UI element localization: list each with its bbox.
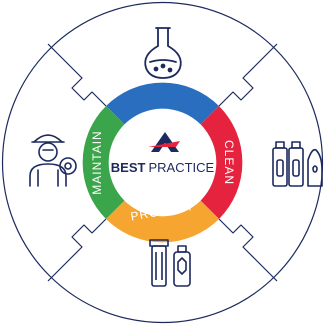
divider-top-left xyxy=(47,43,107,107)
filter-cartridges-icon xyxy=(272,141,323,187)
divider-bottom-left xyxy=(47,218,107,282)
technician-icon xyxy=(29,134,77,187)
logo-mark-icon xyxy=(148,132,180,152)
puzzle-divider-lines xyxy=(47,43,278,282)
divider-top-right xyxy=(218,43,278,107)
divider-bottom-right xyxy=(218,218,278,282)
segment-label-clean: CLEAN xyxy=(222,140,236,185)
filter-housing-icon xyxy=(149,239,191,287)
segment-test[interactable] xyxy=(106,82,219,125)
flask-icon xyxy=(144,27,182,79)
segment-label-maintain: MAINTAIN xyxy=(90,130,104,194)
segment-maintain[interactable] xyxy=(82,106,125,219)
segment-clean[interactable] xyxy=(200,106,243,219)
cycle-ring xyxy=(82,82,243,243)
segment-protect[interactable] xyxy=(106,200,219,243)
